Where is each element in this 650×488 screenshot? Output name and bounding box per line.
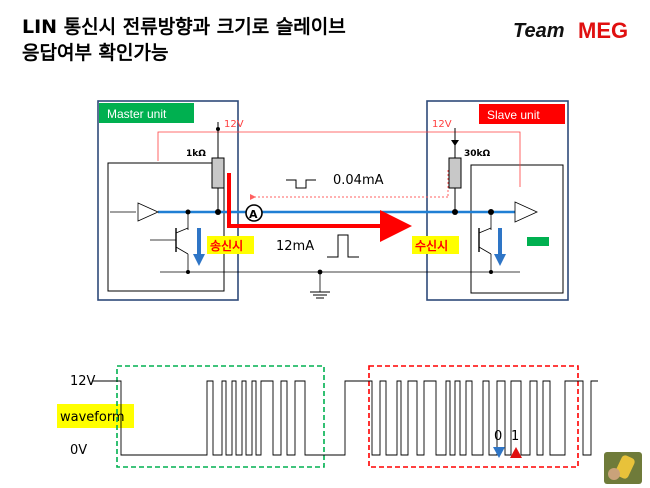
master-receiver-triangle xyxy=(137,202,159,222)
slave-unit-box xyxy=(426,100,569,301)
slave-tag-bg xyxy=(412,236,459,254)
slave-current-arrow-head xyxy=(494,254,506,266)
lin-waveform xyxy=(93,380,598,456)
master-inner-box xyxy=(107,162,225,292)
supply-line-12v xyxy=(157,131,521,187)
ammeter-label: A xyxy=(249,208,258,221)
master-frame-box xyxy=(116,365,325,468)
title-line-1: LIN 통신시 전류방향과 크기로 슬레이브 xyxy=(22,16,346,38)
master-unit-box xyxy=(97,100,239,301)
current-large-label: 12mA xyxy=(276,239,314,254)
bit-0-marker xyxy=(493,447,505,458)
master-voltage-label: 12V xyxy=(224,119,244,130)
slave-frame-box xyxy=(368,365,579,468)
brand-team: Team xyxy=(513,20,565,42)
slave-diode xyxy=(451,140,459,146)
master-resistor xyxy=(211,157,225,189)
master-transistor-e-leg xyxy=(175,246,189,255)
waveform-high-label: 12V xyxy=(70,374,96,389)
slave-ground-node xyxy=(489,270,493,274)
waveform-tag: waveform xyxy=(60,410,125,425)
slave-bus-node xyxy=(452,209,458,215)
master-bus-node xyxy=(215,209,221,215)
slave-inner-box xyxy=(470,164,564,294)
slave-green-led xyxy=(527,237,549,246)
slave-voltage-label: 12V xyxy=(432,119,452,130)
master-tag-bg xyxy=(207,236,254,254)
ammeter-circle xyxy=(245,204,263,222)
master-supply-node xyxy=(216,127,220,131)
bit-1-marker xyxy=(510,447,522,458)
slave-receiver-triangle xyxy=(514,201,538,223)
master-unit-label-bg xyxy=(99,103,194,123)
current-small-label: 0.04mA xyxy=(333,173,384,188)
slave-transistor-c-leg xyxy=(478,227,492,234)
master-current-arrow-head xyxy=(193,254,205,266)
large-pulse-symbol xyxy=(327,234,359,258)
slave-transistor-e-leg xyxy=(478,246,492,255)
page-title: LIN 통신시 전류방향과 크기로 슬레이브 응답여부 확인가능 xyxy=(22,14,346,66)
small-pulse-symbol xyxy=(286,179,316,189)
waveform-low-label: 0V xyxy=(70,443,87,458)
slave-resistor-label: 30kΩ xyxy=(464,149,491,159)
title-line-2: 응답여부 확인가능 xyxy=(22,42,169,64)
slave-resistor xyxy=(448,157,462,189)
slave-unit-label-bg xyxy=(479,104,565,124)
master-unit-label: Master unit xyxy=(107,107,167,121)
master-resistor-label: 1kΩ xyxy=(186,149,206,159)
slave-unit-label: Slave unit xyxy=(487,108,540,122)
bit-1-label: 1 xyxy=(511,429,519,444)
corner-photo xyxy=(604,452,642,484)
master-tag: 송신시 xyxy=(210,238,243,253)
bit-0-label: 0 xyxy=(494,429,502,444)
master-ground-node xyxy=(186,270,190,274)
main-current-path xyxy=(227,173,412,242)
slave-tag: 수신시 xyxy=(415,238,448,253)
brand-name: MEG xyxy=(578,18,629,43)
master-transistor-c-leg xyxy=(175,227,189,234)
